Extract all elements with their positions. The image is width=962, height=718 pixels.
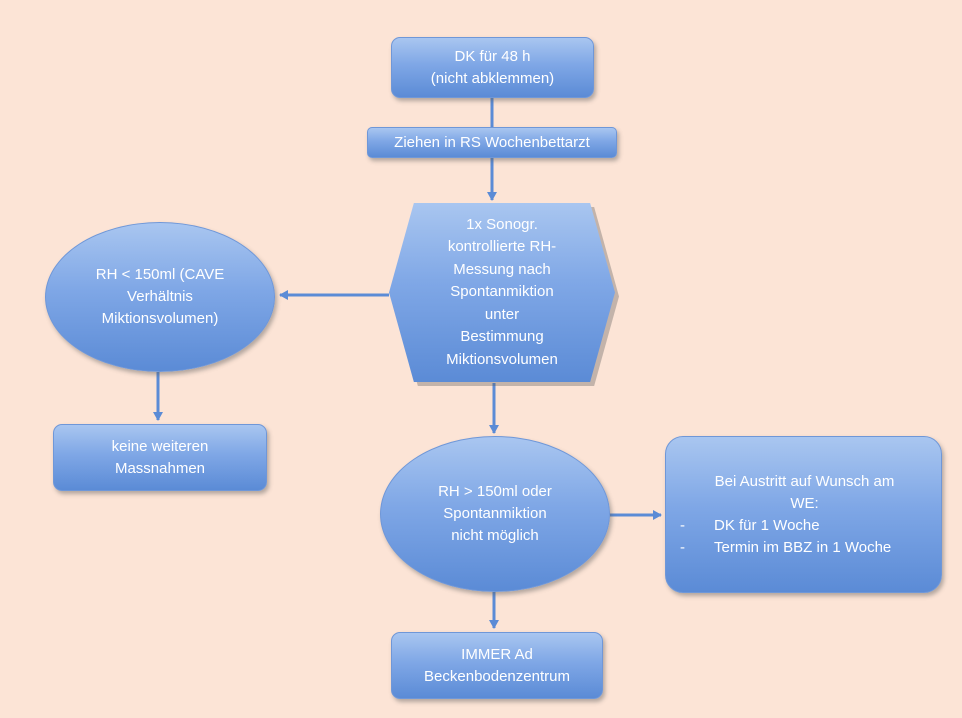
bullet-dash: - [680, 539, 685, 556]
node-rh-high-label: RH > 150ml oder Spontanmiktion nicht mög… [438, 483, 552, 544]
node-ziehen-label: Ziehen in RS Wochenbettarzt [394, 133, 590, 151]
node-sono-label: 1x Sonogr. kontrollierte RH- Messung nac… [446, 215, 558, 368]
node-austritt-item: - DK für 1 Woche [680, 515, 929, 537]
node-immer-label: IMMER Ad Beckenbodenzentrum [424, 645, 570, 685]
node-dk-48h-label: DK für 48 h (nicht abklemmen) [430, 47, 555, 87]
node-dk-48h: DK für 48 h (nicht abklemmen) [391, 37, 594, 98]
node-austritt-item-text: Termin im BBZ in 1 Woche [714, 539, 892, 556]
node-austritt-item: - Termin im BBZ in 1 Woche [680, 537, 929, 559]
node-rh-low: RH < 150ml (CAVE Verhältnis Miktionsvolu… [45, 222, 275, 372]
node-austritt: Bei Austritt auf Wunsch am WE: - DK für … [665, 436, 942, 593]
node-sono: 1x Sonogr. kontrollierte RH- Messung nac… [389, 203, 615, 382]
node-immer: IMMER Ad Beckenbodenzentrum [391, 632, 603, 699]
node-ziehen: Ziehen in RS Wochenbettarzt [367, 127, 617, 158]
node-rh-high: RH > 150ml oder Spontanmiktion nicht mög… [380, 436, 610, 592]
node-austritt-title: Bei Austritt auf Wunsch am WE: [714, 473, 895, 512]
node-keine-label: keine weiteren Massnahmen [111, 437, 209, 477]
node-rh-low-label: RH < 150ml (CAVE Verhältnis Miktionsvolu… [95, 266, 225, 327]
bullet-dash: - [680, 517, 685, 534]
node-austritt-item-text: DK für 1 Woche [714, 517, 820, 534]
node-keine: keine weiteren Massnahmen [53, 424, 267, 491]
